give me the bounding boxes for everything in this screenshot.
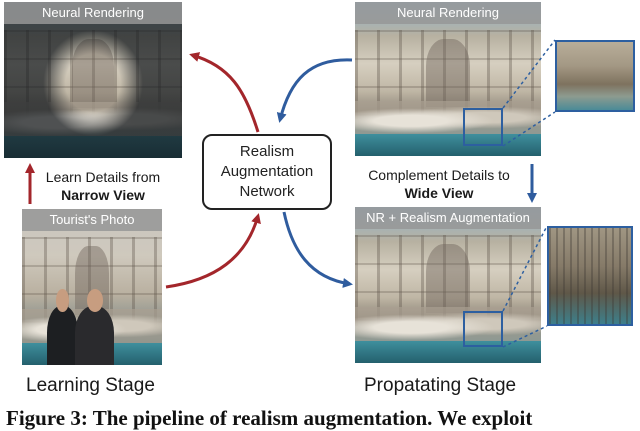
blue-arrow-to-augmented <box>284 212 350 284</box>
zoom-connector-line <box>503 226 547 311</box>
zoom-connector-line <box>503 112 555 146</box>
red-arrow-to-neural-rendering <box>192 55 258 132</box>
zoom-connector-line <box>503 40 555 108</box>
red-arrow-from-tourist-photo <box>166 216 258 287</box>
blue-arrow-to-network <box>280 60 352 120</box>
zoom-connector-line <box>503 326 547 347</box>
